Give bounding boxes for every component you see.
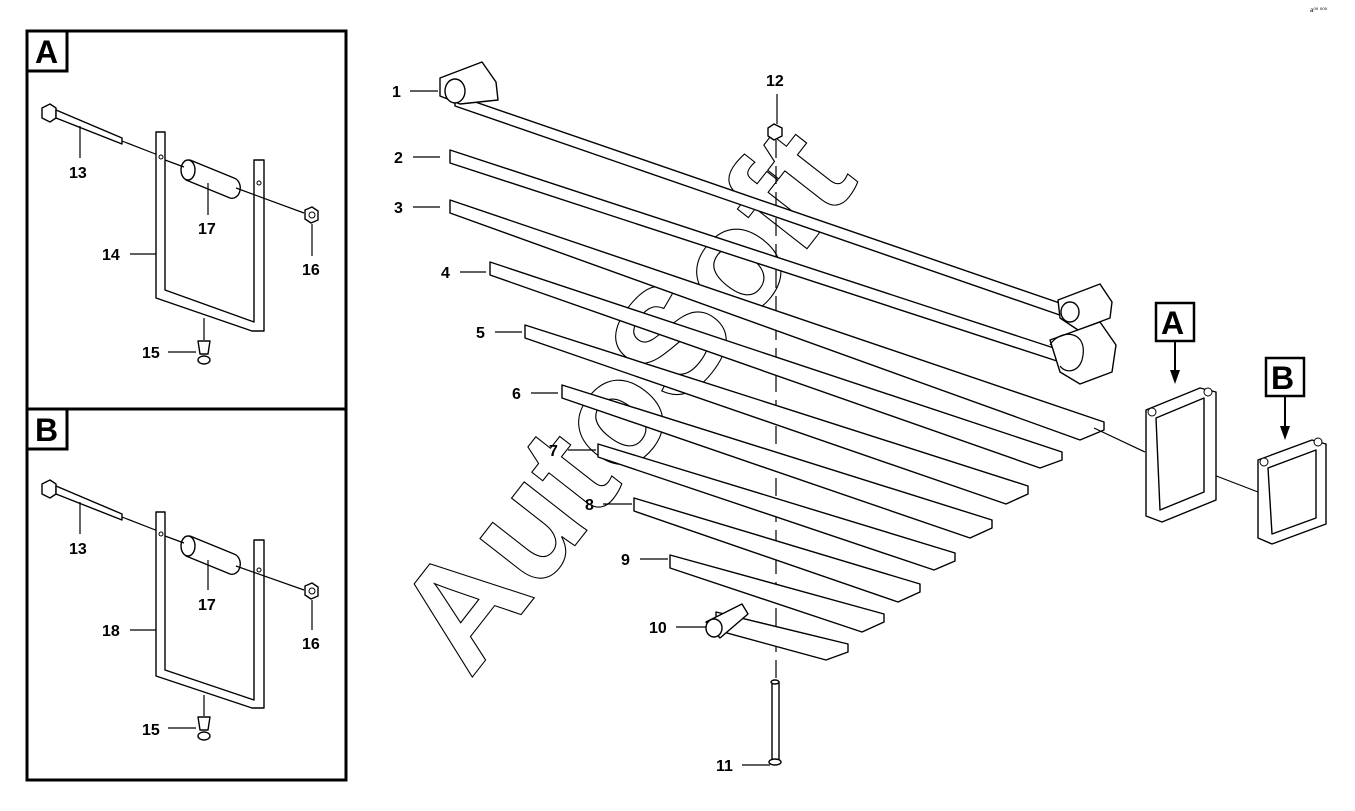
u-clamp-icon: [155, 511, 265, 709]
leaf-7: [597, 443, 956, 571]
leaf-5: [524, 324, 1029, 505]
leaf-spring-assembly: A B 1 2 3 4 5 6 7 8 9 10 11 12: [392, 61, 1327, 775]
part-label-12: 12: [766, 73, 784, 90]
label-15: 15: [142, 722, 160, 739]
leaf-9: [669, 554, 885, 633]
grease-nipple-icon: [197, 318, 211, 365]
part-label-10: 10: [649, 620, 667, 637]
label-17: 17: [198, 597, 216, 614]
inset-b-letter: B: [35, 412, 58, 448]
center-bolt-icon: [768, 679, 782, 766]
nut-icon: [767, 123, 783, 141]
label-14: 14: [102, 247, 120, 264]
inset-a-letter: A: [35, 34, 58, 70]
leaf-8: [633, 497, 921, 603]
part-label-6: 6: [512, 386, 521, 403]
corner-mark: a⁰⁰ ⁰⁰⁰: [1310, 7, 1328, 14]
inset-b: B 13 17: [25, 407, 348, 782]
part-label-9: 9: [621, 552, 630, 569]
label-16: 16: [302, 262, 320, 279]
spacer-tube-icon: [164, 535, 305, 591]
label-17: 17: [198, 221, 216, 238]
bolt-icon: [41, 103, 159, 156]
nut-icon: [304, 582, 319, 600]
leaf-2: [449, 149, 1117, 385]
label-15: 15: [142, 345, 160, 362]
grease-nipple-icon: [197, 695, 211, 741]
spacer-tube-icon: [164, 159, 305, 214]
label-13: 13: [69, 541, 87, 558]
leaf-3: [449, 199, 1105, 441]
bolt-icon: [41, 479, 159, 532]
nut-icon: [304, 206, 319, 224]
leaf-6: [561, 384, 993, 539]
label-13: 13: [69, 165, 87, 182]
part-label-11: 11: [716, 758, 733, 775]
callout-b: B: [1271, 360, 1294, 396]
label-18: 18: [102, 623, 120, 640]
callout-a: A: [1161, 305, 1184, 341]
part-label-8: 8: [585, 497, 594, 514]
inset-a: A: [25, 29, 348, 411]
part-label-3: 3: [394, 200, 403, 217]
part-label-2: 2: [394, 150, 403, 167]
shackle-a-icon: [1145, 387, 1217, 523]
leaf-4: [489, 261, 1063, 469]
main-leaf-1: [439, 61, 1113, 331]
part-label-4: 4: [441, 265, 450, 282]
shackle-b-icon: [1257, 437, 1327, 545]
leaf-10: [705, 603, 849, 661]
part-label-1: 1: [392, 84, 401, 101]
label-16: 16: [302, 636, 320, 653]
part-label-7: 7: [549, 443, 558, 460]
u-clamp-icon: [155, 131, 265, 332]
part-label-5: 5: [476, 325, 485, 342]
